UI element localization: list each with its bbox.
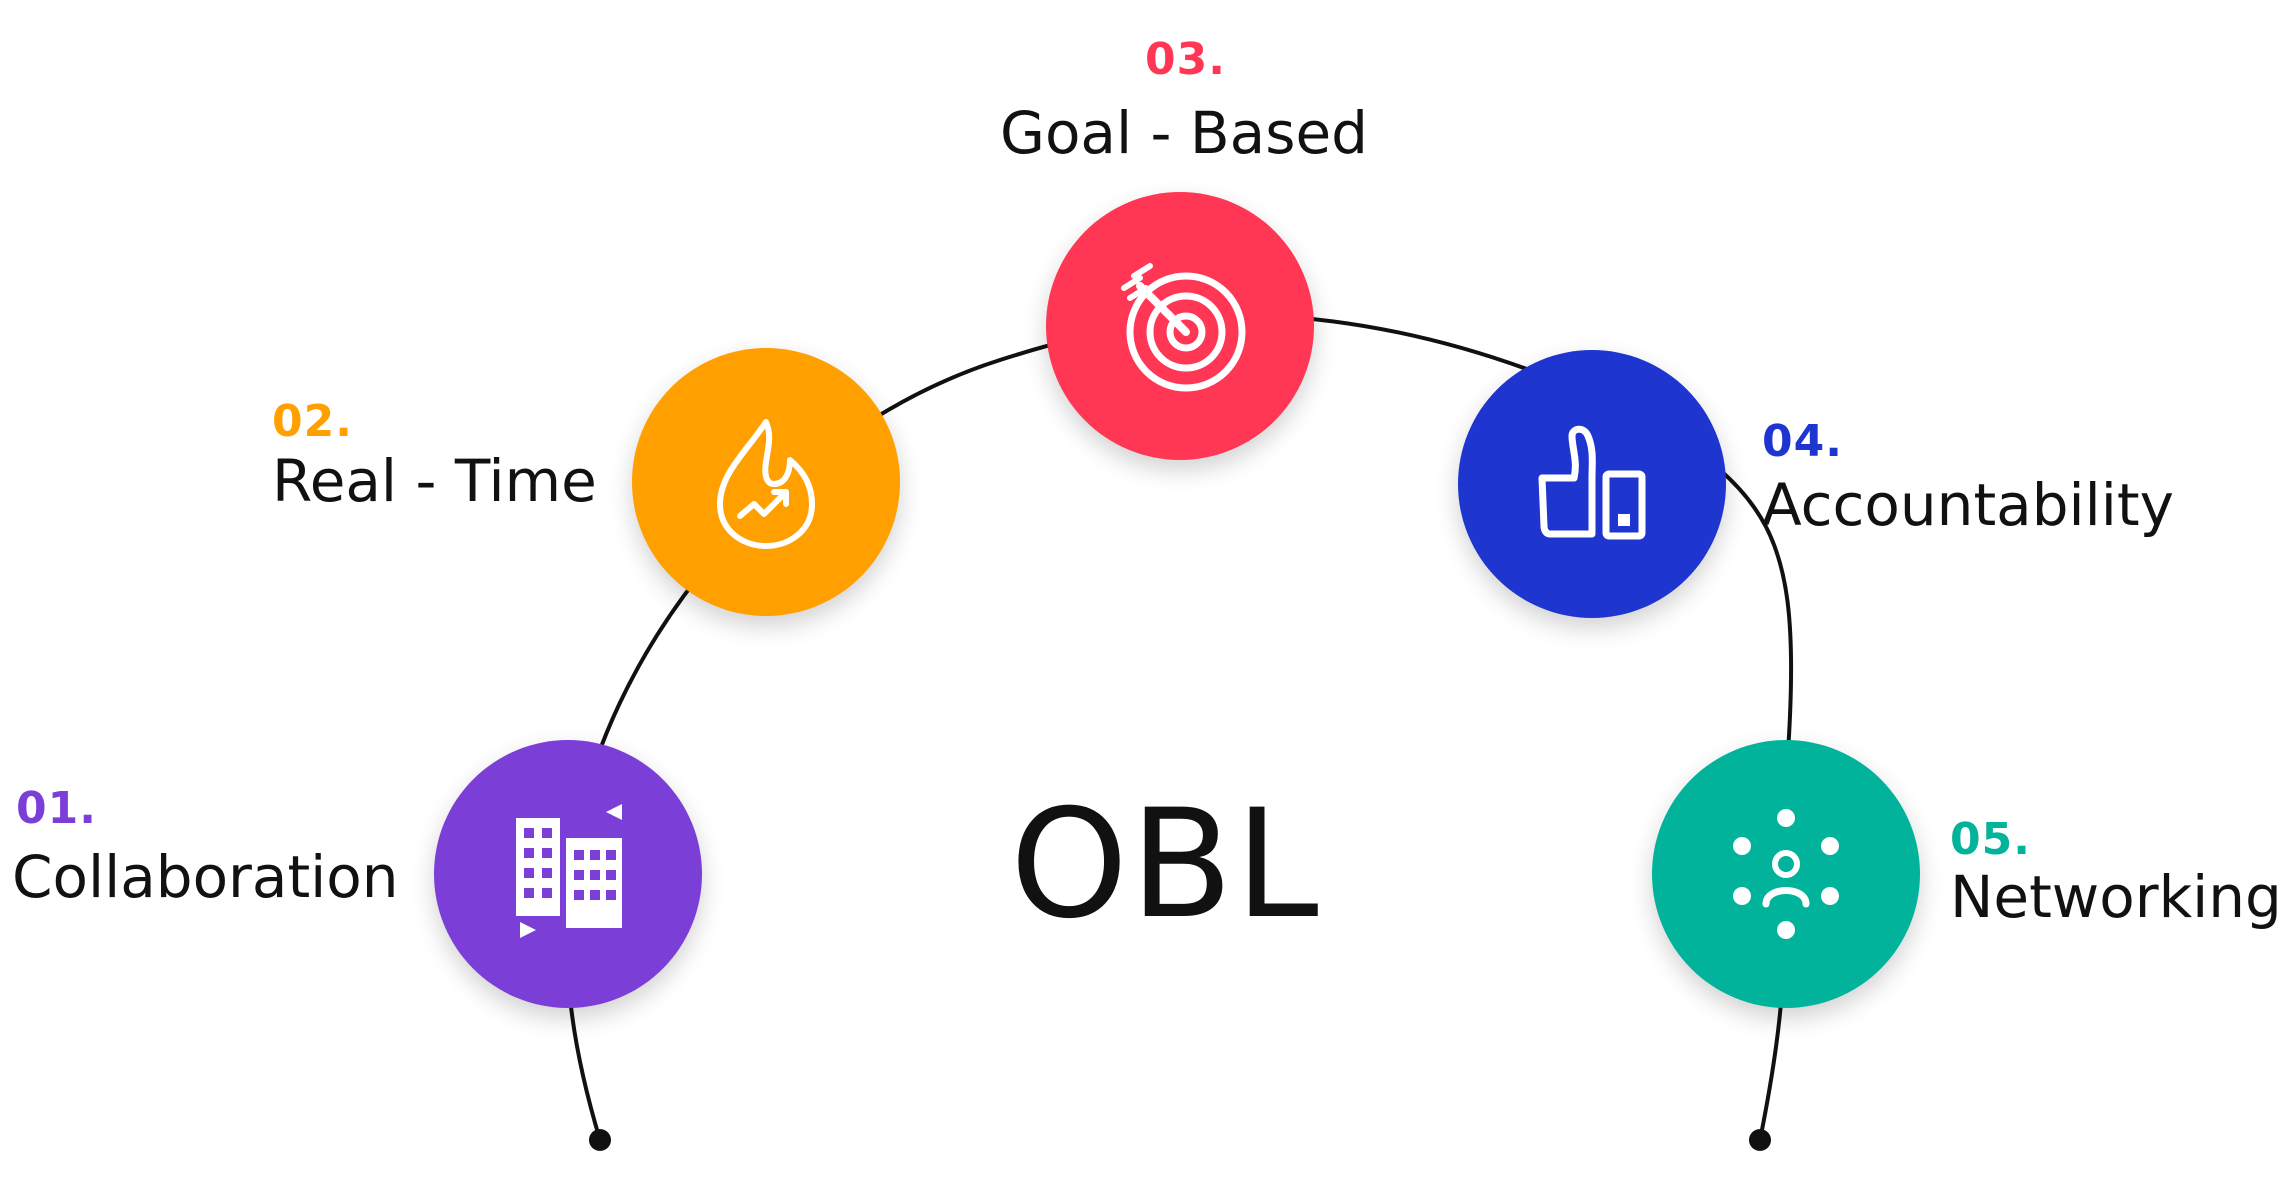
network-icon [1733, 809, 1839, 939]
step-number-4: 04. [1762, 416, 1843, 467]
step-number-5: 05. [1950, 814, 2031, 865]
center-title: OBL [1010, 778, 1321, 952]
step-title-1: Collaboration [12, 843, 399, 911]
accountability-circle[interactable] [1458, 350, 1726, 618]
buildings-icon [516, 804, 622, 938]
step-number-1: 01. [16, 783, 97, 834]
flame-trend-icon [717, 419, 815, 549]
left-endpoint-dot [589, 1129, 611, 1151]
real-time-circle[interactable] [632, 348, 900, 616]
step-number-2: 02. [272, 396, 353, 447]
networking-circle[interactable] [1652, 740, 1920, 1008]
step-title-2: Real - Time [272, 447, 597, 515]
step-number-3: 03. [1145, 34, 1226, 85]
step-title-3: Goal - Based [1000, 99, 1368, 167]
target-icon [1121, 263, 1246, 392]
step-title-4: Accountability [1762, 471, 2174, 539]
step-title-5: Networking [1950, 863, 2280, 931]
goal-based-circle[interactable] [1046, 192, 1314, 460]
thumbs-up-icon [1538, 425, 1646, 540]
right-endpoint-dot [1749, 1129, 1771, 1151]
collaboration-circle[interactable] [434, 740, 702, 1008]
